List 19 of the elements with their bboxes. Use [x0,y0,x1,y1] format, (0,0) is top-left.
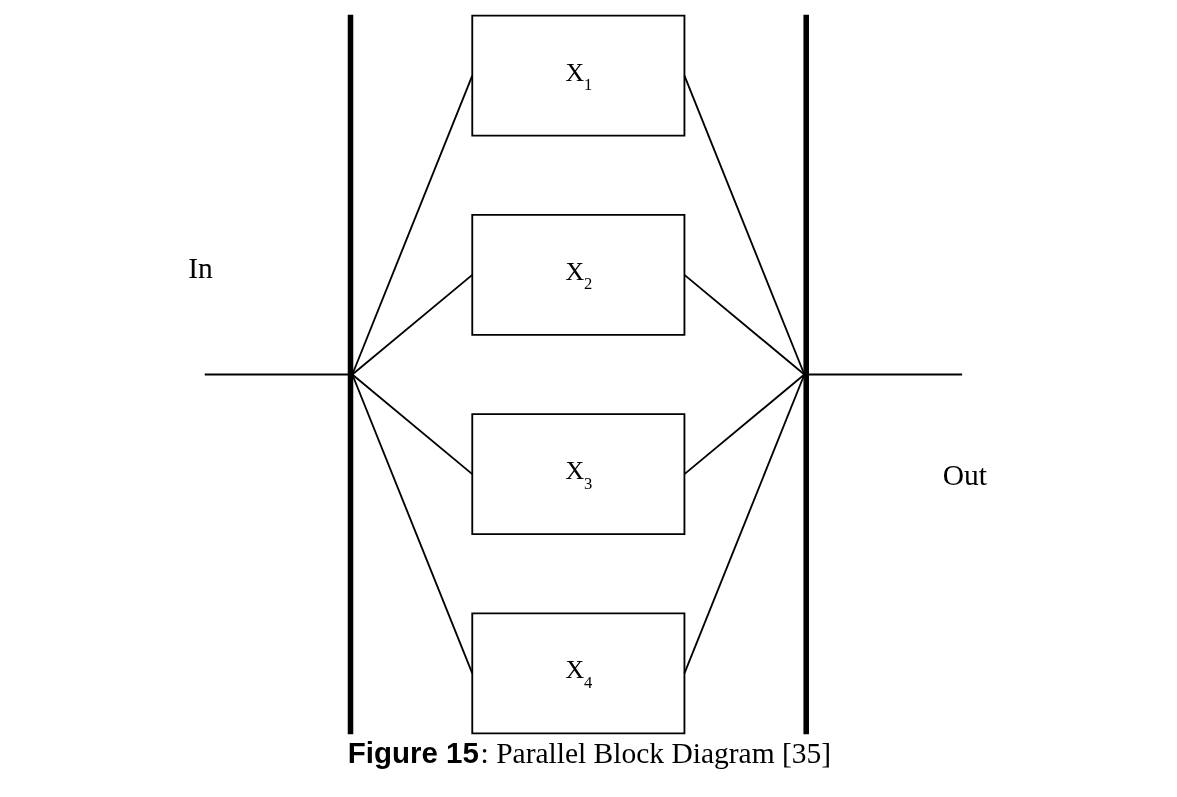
node-bar [803,14,809,735]
connector [351,273,474,376]
connector [683,373,806,675]
caption: Figure 15: Parallel Block Diagram [35] [347,735,832,769]
node-box: X$_{4}$ [471,612,686,735]
connector [351,373,474,476]
connector [351,74,474,376]
connector [351,373,474,675]
label: Out [942,458,987,491]
connector [683,74,806,376]
label: In [188,252,213,285]
connector [683,273,806,376]
node-box: X$_{2}$ [471,214,686,336]
node-box: X$_{1}$ [471,14,686,137]
connector [203,373,350,376]
node-bar [347,14,354,735]
connector [807,373,964,376]
node-box: X$_{3}$ [471,413,686,536]
connector [683,373,806,476]
